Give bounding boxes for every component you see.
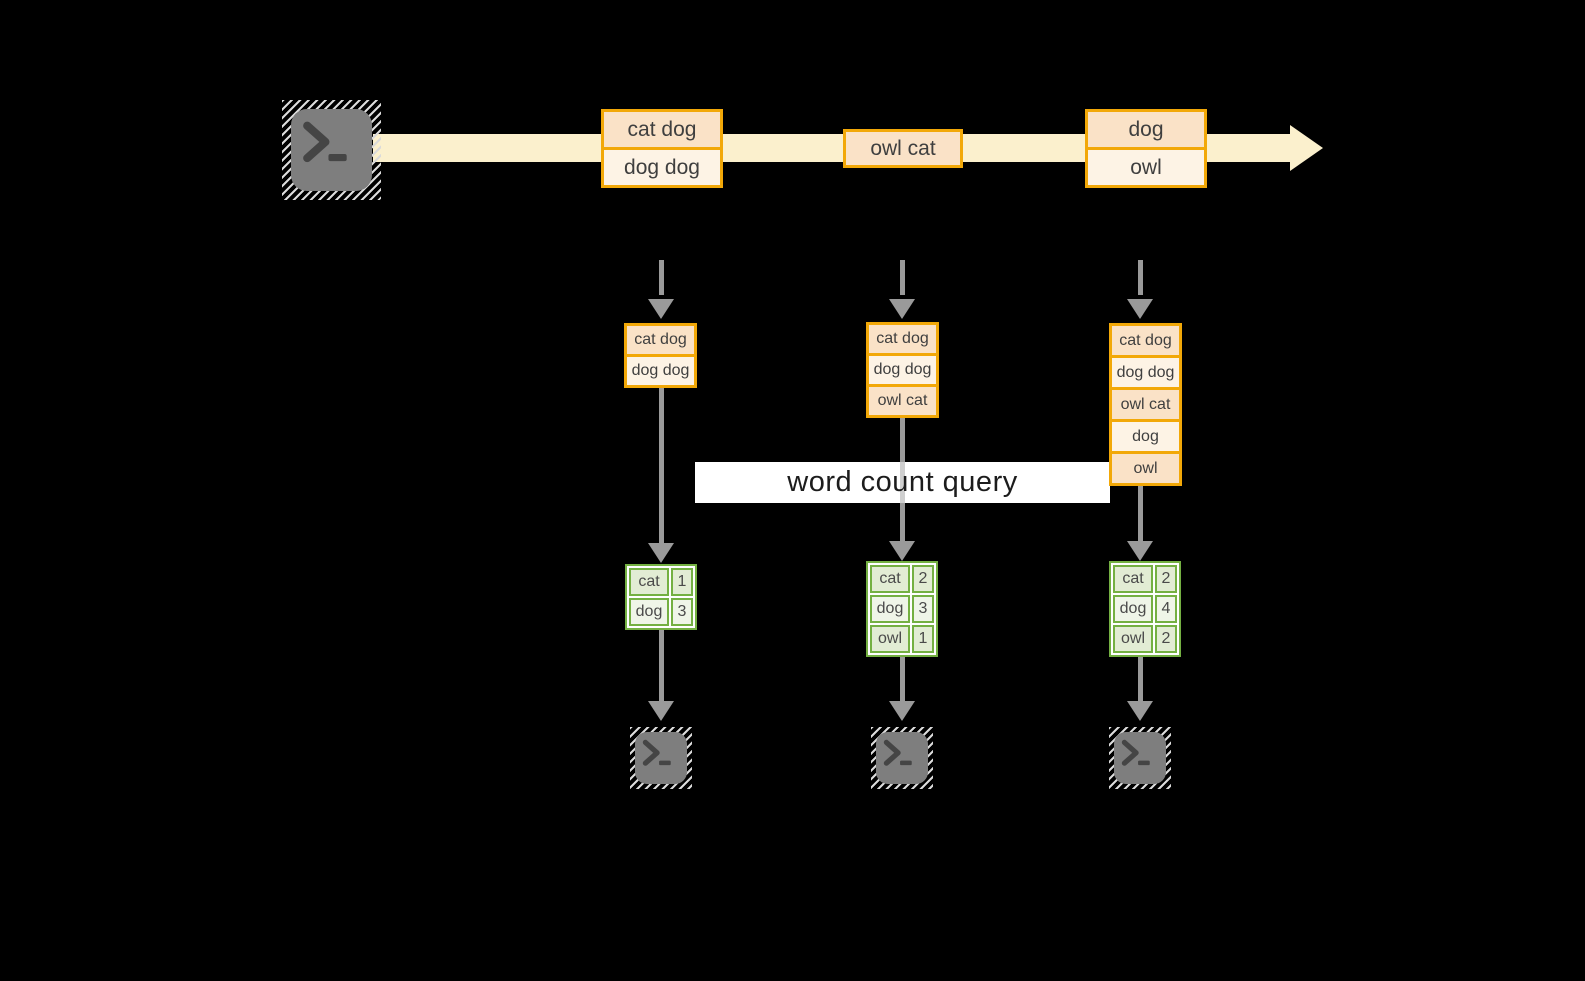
flow-arrow-head xyxy=(889,701,915,721)
query-label: word count query xyxy=(787,466,1018,498)
buffer-row: dog dog xyxy=(1112,355,1179,387)
batch-row: dog dog xyxy=(604,147,720,185)
sink-terminal-hatch-3 xyxy=(1109,727,1171,789)
batch-row: dog xyxy=(1088,112,1204,147)
buffer-row: cat dog xyxy=(627,326,694,354)
count-word-cell: cat xyxy=(870,565,910,593)
stream-batch-1: cat dog dog dog xyxy=(601,109,723,188)
dashed-arrow-line xyxy=(658,260,664,295)
flow-line xyxy=(899,657,905,701)
flow-arrow-head xyxy=(1127,701,1153,721)
dashed-arrow-line xyxy=(899,260,905,295)
count-value-cell: 1 xyxy=(671,568,693,596)
terminal-icon xyxy=(291,109,372,191)
count-word-cell: dog xyxy=(629,598,669,626)
dashed-arrow-head xyxy=(889,299,915,319)
dashed-arrow-head xyxy=(648,299,674,319)
count-value-cell: 3 xyxy=(671,598,693,626)
count-word-cell: cat xyxy=(1113,565,1153,593)
stream-batch-2: owl cat xyxy=(843,129,963,168)
sink-terminal-hatch-2 xyxy=(871,727,933,789)
flow-arrow-head xyxy=(889,541,915,561)
count-word-cell: dog xyxy=(870,595,910,623)
buffer-stack-1: cat dog dog dog xyxy=(624,323,697,388)
count-value-cell: 1 xyxy=(912,625,934,653)
flow-line xyxy=(658,388,664,543)
count-table-2: cat 2 dog 3 owl 1 xyxy=(866,561,938,657)
flow-line-through-label xyxy=(899,462,905,503)
dashed-arrow-head xyxy=(1127,299,1153,319)
flow-arrow-head xyxy=(648,701,674,721)
source-terminal-hatch xyxy=(282,100,381,200)
batch-row: owl cat xyxy=(846,132,960,165)
buffer-row: dog xyxy=(1112,419,1179,451)
count-table-3: cat 2 dog 4 owl 2 xyxy=(1109,561,1181,657)
count-word-cell: owl xyxy=(1113,625,1153,653)
terminal-icon xyxy=(1114,732,1166,784)
batch-row: owl xyxy=(1088,147,1204,185)
terminal-prompt-glyph xyxy=(303,121,347,163)
stream-batch-3: dog owl xyxy=(1085,109,1207,188)
count-word-cell: dog xyxy=(1113,595,1153,623)
count-word-cell: cat xyxy=(629,568,669,596)
flow-line xyxy=(1137,657,1143,701)
count-value-cell: 4 xyxy=(1155,595,1177,623)
buffer-stack-3: cat dog dog dog owl cat dog owl xyxy=(1109,323,1182,486)
flow-arrow-head xyxy=(648,543,674,563)
buffer-row: owl cat xyxy=(869,384,936,415)
flow-arrow-head xyxy=(1127,541,1153,561)
dashed-arrow-line xyxy=(1137,260,1143,295)
buffer-row: dog dog xyxy=(869,353,936,384)
terminal-prompt-glyph xyxy=(642,739,671,766)
terminal-prompt-glyph xyxy=(1121,739,1150,766)
buffer-row: cat dog xyxy=(1112,326,1179,355)
sink-terminal-hatch-1 xyxy=(630,727,692,789)
count-word-cell: owl xyxy=(870,625,910,653)
buffer-row: owl xyxy=(1112,451,1179,483)
query-label-box: word count query xyxy=(695,462,1110,503)
buffer-row: cat dog xyxy=(869,325,936,353)
batch-row: cat dog xyxy=(604,112,720,147)
buffer-stack-2: cat dog dog dog owl cat xyxy=(866,322,939,418)
flow-line xyxy=(658,630,664,701)
terminal-icon xyxy=(635,732,687,784)
stream-arrowhead xyxy=(1290,125,1323,171)
terminal-prompt-glyph xyxy=(883,739,912,766)
count-value-cell: 2 xyxy=(1155,625,1177,653)
count-table-1: cat 1 dog 3 xyxy=(625,564,697,630)
flow-line xyxy=(1137,486,1143,541)
count-value-cell: 2 xyxy=(1155,565,1177,593)
count-value-cell: 3 xyxy=(912,595,934,623)
buffer-row: dog dog xyxy=(627,354,694,385)
count-value-cell: 2 xyxy=(912,565,934,593)
buffer-row: owl cat xyxy=(1112,387,1179,419)
terminal-icon xyxy=(876,732,928,784)
